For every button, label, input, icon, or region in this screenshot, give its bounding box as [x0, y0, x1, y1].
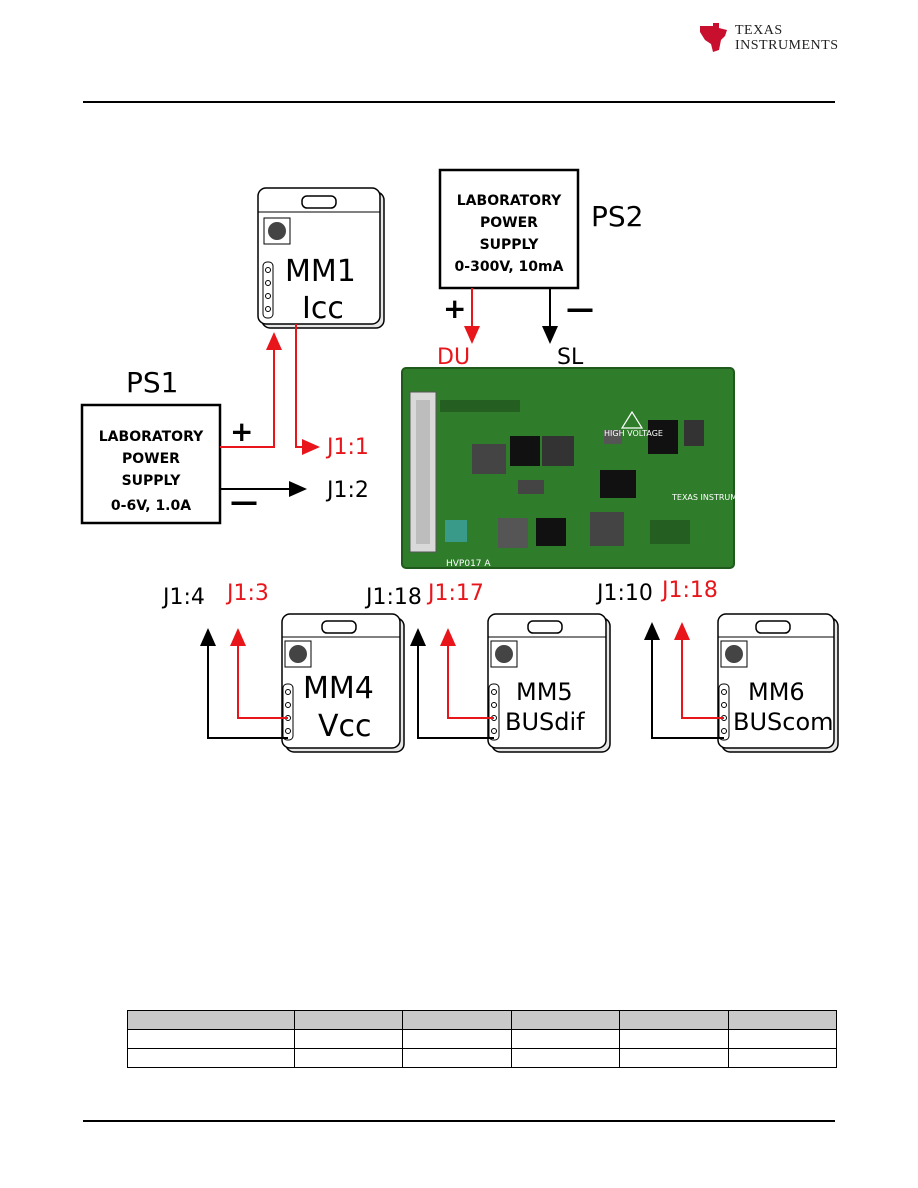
- logo-line2: INSTRUMENTS: [735, 38, 839, 53]
- pcb-warning: HIGH VOLTAGE: [604, 429, 663, 438]
- table-row: [127, 1029, 838, 1049]
- table-cell: [402, 1048, 512, 1068]
- logo-text: TEXAS INSTRUMENTS: [735, 23, 839, 53]
- mm1-sublabel: Icc: [302, 291, 344, 326]
- table-cell: [293, 1029, 404, 1049]
- table-header-cell: [619, 1010, 729, 1030]
- ps2-line4: 0-300V, 10mA: [455, 259, 564, 275]
- table-header-cell: [127, 1010, 295, 1030]
- ps2-box: LABORATORY POWER SUPPLY 0-300V, 10mA: [438, 168, 580, 290]
- pcb-board-id: HVP017 A: [446, 559, 491, 569]
- pcb-ti-text: TEXAS INSTRUMENTS: [671, 493, 758, 502]
- table-header-cell: [727, 1010, 838, 1030]
- mm5-black-wire: [410, 628, 494, 739]
- ps1-plus-wire: [220, 332, 282, 448]
- ps1-title: PS1: [126, 366, 178, 399]
- footer-rule: [83, 1120, 835, 1122]
- dial-icon: [268, 222, 286, 240]
- j1-1-label: J1:1: [325, 435, 369, 460]
- ps2-title: PS2: [591, 200, 643, 233]
- dial-icon: [725, 645, 743, 663]
- mm6-label: MM6: [748, 678, 805, 706]
- du-label: DU: [437, 345, 470, 370]
- table-cell: [619, 1029, 729, 1049]
- table-cell: [727, 1029, 838, 1049]
- ps2-line1: LABORATORY: [457, 193, 562, 209]
- table-header-cell: [402, 1010, 512, 1030]
- mm4-sublabel: Vcc: [318, 709, 372, 744]
- table-cell: [127, 1048, 295, 1068]
- sl-label: SL: [557, 345, 584, 370]
- table-cell: [510, 1048, 621, 1068]
- mm6-black-wire: [644, 622, 724, 739]
- mm1-label: MM1: [285, 254, 356, 289]
- evm-board: HIGH VOLTAGE TEXAS INSTRUMENTS HVP017 A: [401, 367, 758, 569]
- mm4-meter: MM4 Vcc: [281, 613, 405, 753]
- mm6-meter: MM6 BUScom: [717, 613, 839, 753]
- ps1-plus: +: [230, 415, 253, 448]
- ps2-line3: SUPPLY: [480, 237, 540, 253]
- mm5-meter: MM5 BUSdif: [487, 613, 611, 753]
- table-cell: [619, 1048, 729, 1068]
- table-cell: [127, 1029, 295, 1049]
- mm4-red-wire: [230, 628, 288, 719]
- ps1-line4: 0-6V, 1.0A: [111, 498, 191, 514]
- table-row: [127, 1048, 838, 1068]
- table-header-cell: [510, 1010, 621, 1030]
- ps1-minus: —: [230, 485, 258, 518]
- mm5-red-wire: [440, 628, 494, 719]
- mm5-sublabel: BUSdif: [505, 708, 585, 736]
- test-setup-diagram: MM1 Icc LABORATORY POWER SUPPLY 0-300V, …: [80, 168, 839, 753]
- ps1-line2: POWER: [122, 451, 180, 467]
- j1-3-label: J1:3: [225, 581, 269, 606]
- mm1-out-wire: [295, 324, 320, 455]
- dial-icon: [289, 645, 307, 663]
- table-cell: [510, 1029, 621, 1049]
- table-cell: [293, 1048, 404, 1068]
- j1-18a-label: J1:18: [364, 585, 422, 610]
- mm1-meter: MM1 Icc: [257, 187, 385, 329]
- table-cell: [402, 1029, 512, 1049]
- mm6-sublabel: BUScom: [733, 708, 834, 736]
- logo-line1: TEXAS: [735, 23, 783, 38]
- ps1-line1: LABORATORY: [99, 429, 204, 445]
- mm6-red-wire: [674, 622, 724, 719]
- table-cell: [727, 1048, 838, 1068]
- ps1-line3: SUPPLY: [122, 473, 182, 489]
- mm4-label: MM4: [303, 671, 374, 706]
- header-rule: [83, 101, 835, 103]
- ps2-minus: —: [566, 292, 594, 325]
- mm5-label: MM5: [516, 678, 573, 706]
- j1-4-label: J1:4: [161, 585, 205, 610]
- j1-2-label: J1:2: [325, 478, 369, 503]
- ps1-box: LABORATORY POWER SUPPLY 0-6V, 1.0A: [80, 403, 222, 525]
- table-header-cell: [293, 1010, 404, 1030]
- ti-state-icon: [700, 23, 727, 52]
- dial-icon: [495, 645, 513, 663]
- ps2-line2: POWER: [480, 215, 538, 231]
- j1-10-label: J1:10: [595, 581, 653, 606]
- ps2-plus: +: [443, 292, 466, 325]
- j1-17-label: J1:17: [426, 581, 484, 606]
- mm4-black-wire: [200, 628, 288, 739]
- j1-18b-label: J1:18: [660, 578, 718, 603]
- table-header-row: [127, 1010, 838, 1030]
- ti-logo: TEXAS INSTRUMENTS: [697, 20, 839, 54]
- results-table: [127, 1010, 838, 1068]
